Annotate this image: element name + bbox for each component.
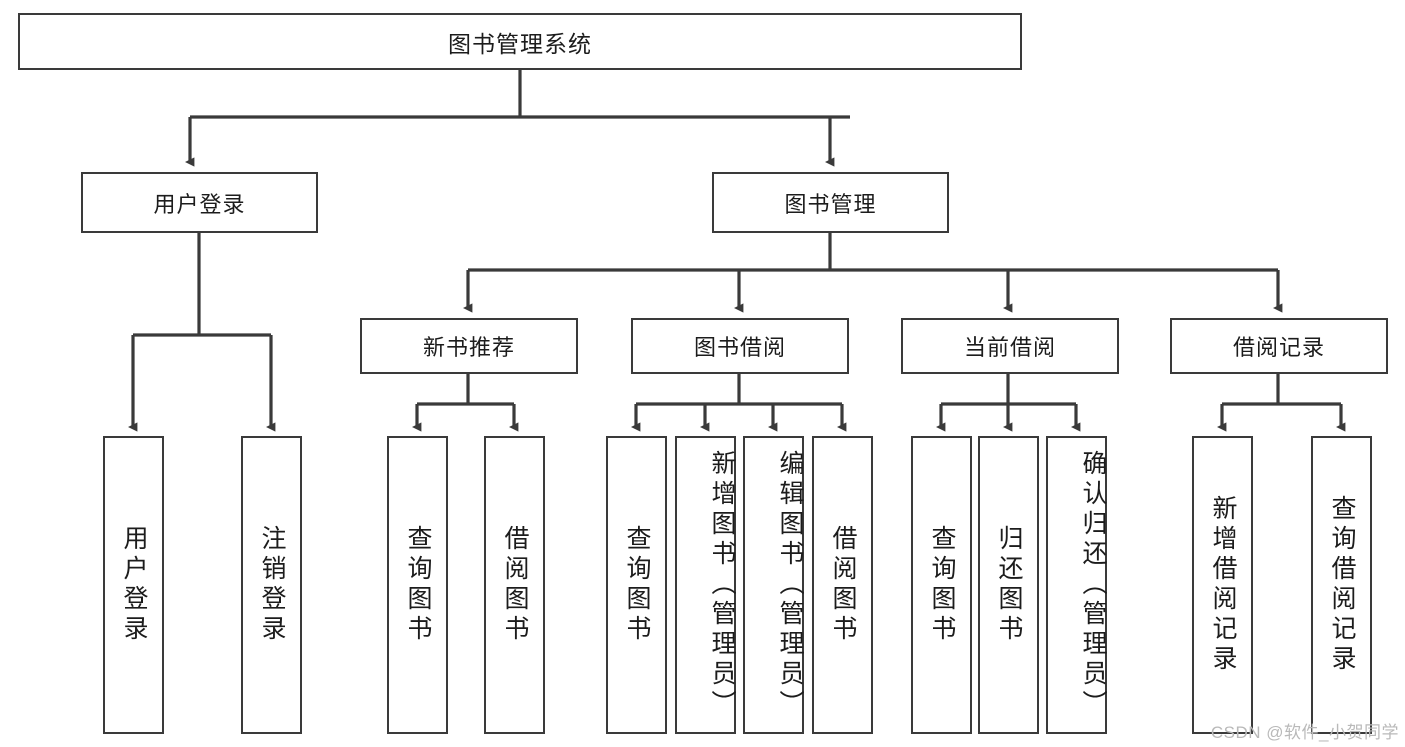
node-book-borrow[interactable]: 图书借阅 xyxy=(631,318,849,374)
node-leaf-confirm-return-admin[interactable]: 确认归还（管理员） xyxy=(1046,436,1107,734)
node-leaf-query-book-1[interactable]: 查询图书 xyxy=(387,436,448,734)
node-leaf-add-borrow-record[interactable]: 新增借阅记录 xyxy=(1192,436,1253,734)
node-leaf-edit-book-admin[interactable]: 编辑图书（管理员） xyxy=(743,436,804,734)
node-current-borrow[interactable]: 当前借阅 xyxy=(901,318,1119,374)
node-leaf-return-book[interactable]: 归还图书 xyxy=(978,436,1039,734)
node-new-book-recommend[interactable]: 新书推荐 xyxy=(360,318,578,374)
node-leaf-borrow-book-2[interactable]: 借阅图书 xyxy=(812,436,873,734)
node-borrow-record[interactable]: 借阅记录 xyxy=(1170,318,1388,374)
node-leaf-query-book-3[interactable]: 查询图书 xyxy=(911,436,972,734)
node-user-login[interactable]: 用户登录 xyxy=(81,172,318,233)
node-leaf-borrow-book-1[interactable]: 借阅图书 xyxy=(484,436,545,734)
watermark-text: CSDN @软件_小贺同学 xyxy=(1210,723,1399,742)
node-leaf-query-book-2[interactable]: 查询图书 xyxy=(606,436,667,734)
node-leaf-add-book-admin[interactable]: 新增图书（管理员） xyxy=(675,436,736,734)
node-leaf-user-login[interactable]: 用户登录 xyxy=(103,436,164,734)
node-root-system[interactable]: 图书管理系统 xyxy=(18,13,1022,70)
node-leaf-logout-login[interactable]: 注销登录 xyxy=(241,436,302,734)
node-book-management[interactable]: 图书管理 xyxy=(712,172,949,233)
node-leaf-query-borrow-record[interactable]: 查询借阅记录 xyxy=(1311,436,1372,734)
